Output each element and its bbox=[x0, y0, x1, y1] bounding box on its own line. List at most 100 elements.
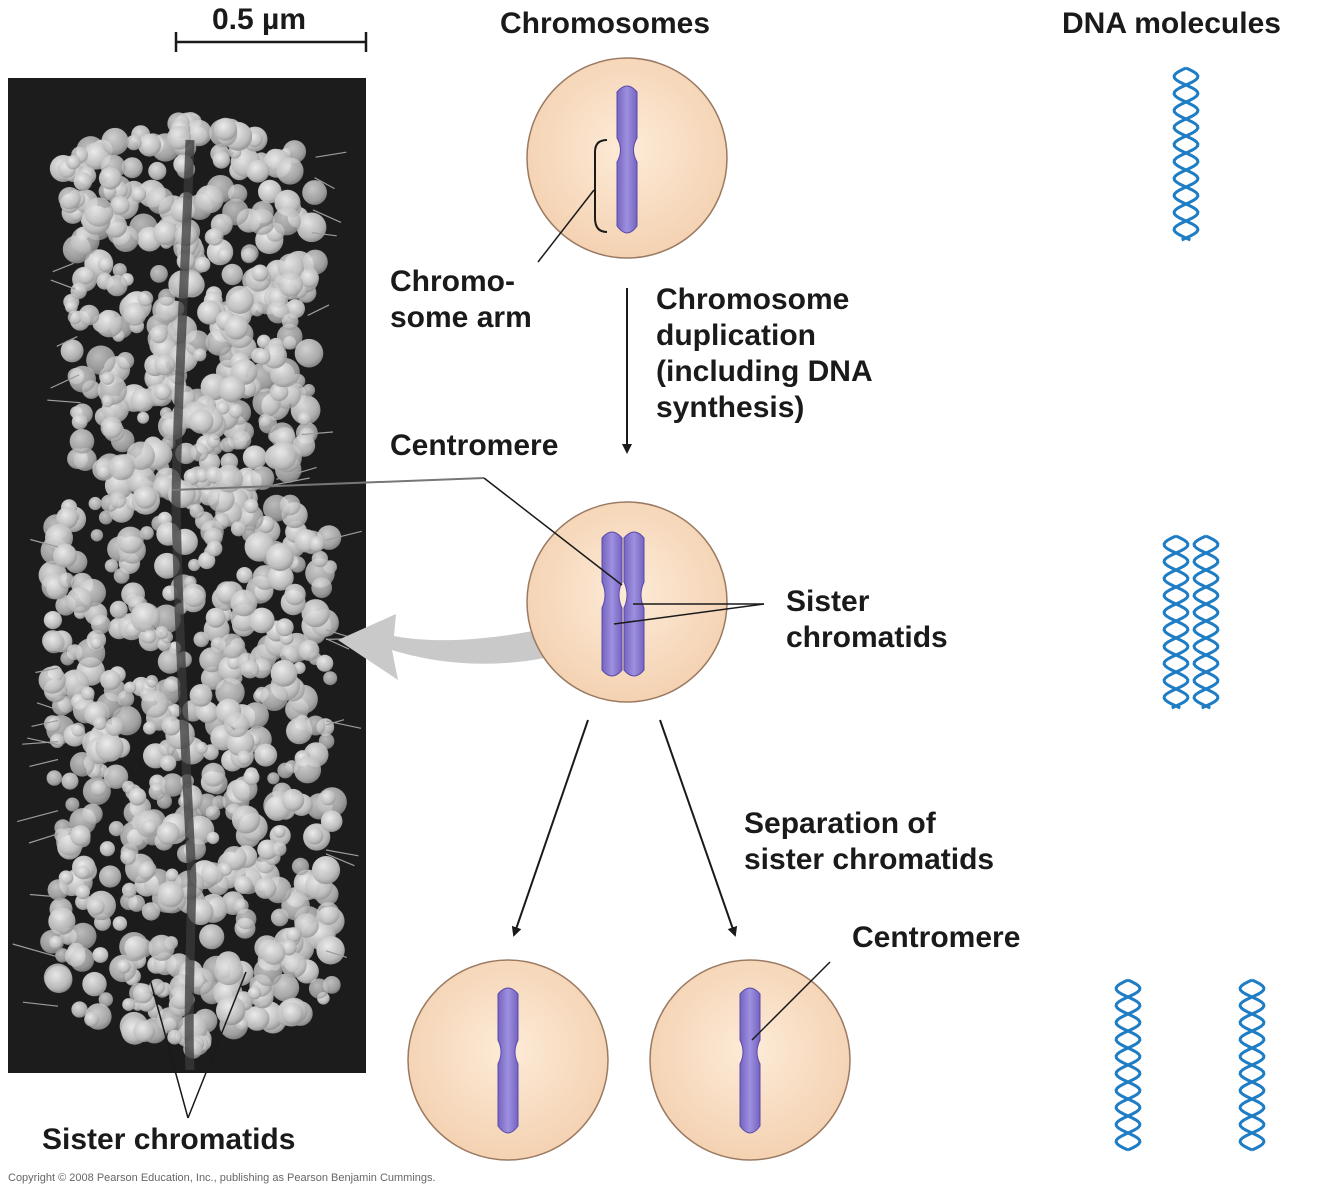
micrograph-texture bbox=[227, 184, 248, 204]
micrograph-texture bbox=[137, 862, 155, 880]
micrograph-texture bbox=[97, 464, 111, 479]
micrograph-texture bbox=[293, 756, 322, 784]
micrograph-texture bbox=[81, 686, 95, 701]
micrograph-texture bbox=[98, 992, 114, 1007]
cell-duplicated bbox=[171, 477, 765, 703]
chromosome-arm-brace bbox=[594, 139, 608, 233]
micrograph-texture bbox=[228, 403, 243, 419]
micrograph-texture bbox=[197, 300, 222, 325]
duplication-label: Chromosome duplication (including DNA sy… bbox=[656, 283, 873, 424]
micrograph-texture bbox=[150, 325, 168, 344]
micrograph-texture bbox=[291, 857, 310, 876]
micrograph-texture bbox=[270, 659, 298, 687]
sister-chromatids-label: Sister chromatids bbox=[786, 585, 948, 654]
micrograph-fiber bbox=[301, 431, 334, 436]
dna-strand bbox=[1172, 66, 1200, 242]
micrograph-texture bbox=[104, 559, 119, 573]
micrograph-texture bbox=[124, 681, 137, 694]
micrograph-texture bbox=[69, 365, 96, 393]
micrograph-texture bbox=[273, 825, 286, 838]
micrograph-texture bbox=[241, 247, 257, 264]
micrograph-texture bbox=[128, 894, 146, 912]
micrograph-texture bbox=[38, 666, 66, 694]
micrograph-texture bbox=[236, 750, 252, 765]
copyright-notice: Copyright © 2008 Pearson Education, Inc.… bbox=[8, 1172, 436, 1184]
dna-molecules-header: DNA molecules bbox=[1062, 7, 1281, 40]
micrograph-panel bbox=[8, 78, 366, 1073]
micrograph-texture bbox=[161, 716, 181, 736]
micrograph-texture bbox=[78, 304, 100, 326]
micrograph-texture bbox=[279, 494, 301, 516]
micrograph-texture bbox=[60, 651, 75, 666]
dna-strand bbox=[1192, 534, 1220, 710]
micrograph-texture bbox=[305, 715, 326, 736]
micrograph-texture bbox=[90, 637, 103, 650]
micrograph-texture bbox=[320, 810, 343, 832]
micrograph-texture bbox=[244, 1006, 270, 1031]
micrograph-fiber bbox=[22, 741, 59, 745]
micrograph-fiber bbox=[325, 849, 359, 857]
micrograph-texture bbox=[58, 187, 81, 210]
micrograph-texture bbox=[92, 947, 109, 963]
micrograph-texture bbox=[167, 125, 191, 150]
micrograph-texture bbox=[311, 856, 341, 885]
micrograph-fiber bbox=[325, 638, 350, 650]
dna-helix-replicated-2 bbox=[1192, 534, 1220, 710]
micrograph-texture bbox=[242, 702, 269, 729]
micrograph-texture bbox=[110, 195, 130, 215]
micrograph-texture bbox=[297, 411, 312, 426]
micrograph-texture bbox=[206, 540, 223, 557]
micrograph-texture bbox=[230, 589, 258, 617]
micrograph-texture bbox=[121, 157, 143, 179]
micrograph-texture bbox=[267, 564, 294, 591]
sister-chromatids-micrograph-label: Sister chromatids bbox=[42, 1123, 296, 1156]
micrograph-texture bbox=[257, 839, 278, 860]
micrograph-texture bbox=[84, 1011, 99, 1027]
micrograph-texture bbox=[61, 772, 79, 790]
micrograph-texture bbox=[133, 1020, 155, 1043]
micrograph-texture bbox=[236, 567, 253, 584]
micrograph-texture bbox=[189, 504, 204, 519]
micrograph-texture bbox=[121, 882, 137, 898]
micrograph-fiber bbox=[276, 466, 317, 480]
micrograph-texture bbox=[223, 712, 250, 738]
dna-helix-daughter-right bbox=[1238, 978, 1266, 1152]
micrograph-texture bbox=[130, 388, 155, 413]
micrograph-texture bbox=[235, 908, 257, 930]
micrograph-texture bbox=[250, 466, 275, 490]
micrograph-texture bbox=[193, 631, 210, 648]
micrograph-texture bbox=[302, 180, 327, 205]
micrograph-texture bbox=[258, 413, 273, 428]
centromere-leader-to-micrograph bbox=[171, 477, 485, 491]
micrograph-texture bbox=[182, 583, 206, 608]
cell-daughter-left bbox=[407, 959, 609, 1161]
micrograph-texture bbox=[280, 645, 300, 665]
micrograph-texture bbox=[105, 717, 124, 736]
chromatid-left bbox=[601, 531, 623, 677]
micrograph-texture bbox=[193, 348, 207, 362]
micrograph-texture bbox=[155, 297, 180, 323]
separation-arrow-left bbox=[511, 719, 589, 937]
micrograph-texture bbox=[167, 1029, 182, 1045]
micrograph-texture bbox=[50, 733, 65, 748]
micrograph-texture bbox=[250, 303, 264, 317]
micrograph-texture bbox=[147, 187, 174, 215]
micrograph-fiber bbox=[30, 538, 59, 548]
micrograph-texture bbox=[280, 952, 307, 978]
micrograph-texture bbox=[75, 884, 90, 900]
micrograph-fiber bbox=[312, 209, 342, 223]
micrograph-texture bbox=[316, 936, 345, 965]
micrograph-texture bbox=[215, 677, 245, 708]
micrograph-texture bbox=[163, 676, 181, 694]
dna-helix-daughter-left bbox=[1114, 978, 1142, 1152]
micrograph-texture bbox=[205, 607, 226, 628]
micrograph-texture bbox=[143, 721, 157, 735]
micrograph-texture bbox=[44, 715, 62, 733]
micrograph-texture bbox=[43, 611, 63, 630]
micrograph-texture bbox=[141, 690, 169, 718]
micrograph-texture bbox=[108, 821, 124, 837]
chromosome-arm-leader bbox=[537, 189, 595, 263]
micrograph-texture bbox=[232, 430, 252, 450]
micrograph-texture bbox=[214, 117, 237, 141]
micrograph-texture bbox=[53, 543, 77, 568]
